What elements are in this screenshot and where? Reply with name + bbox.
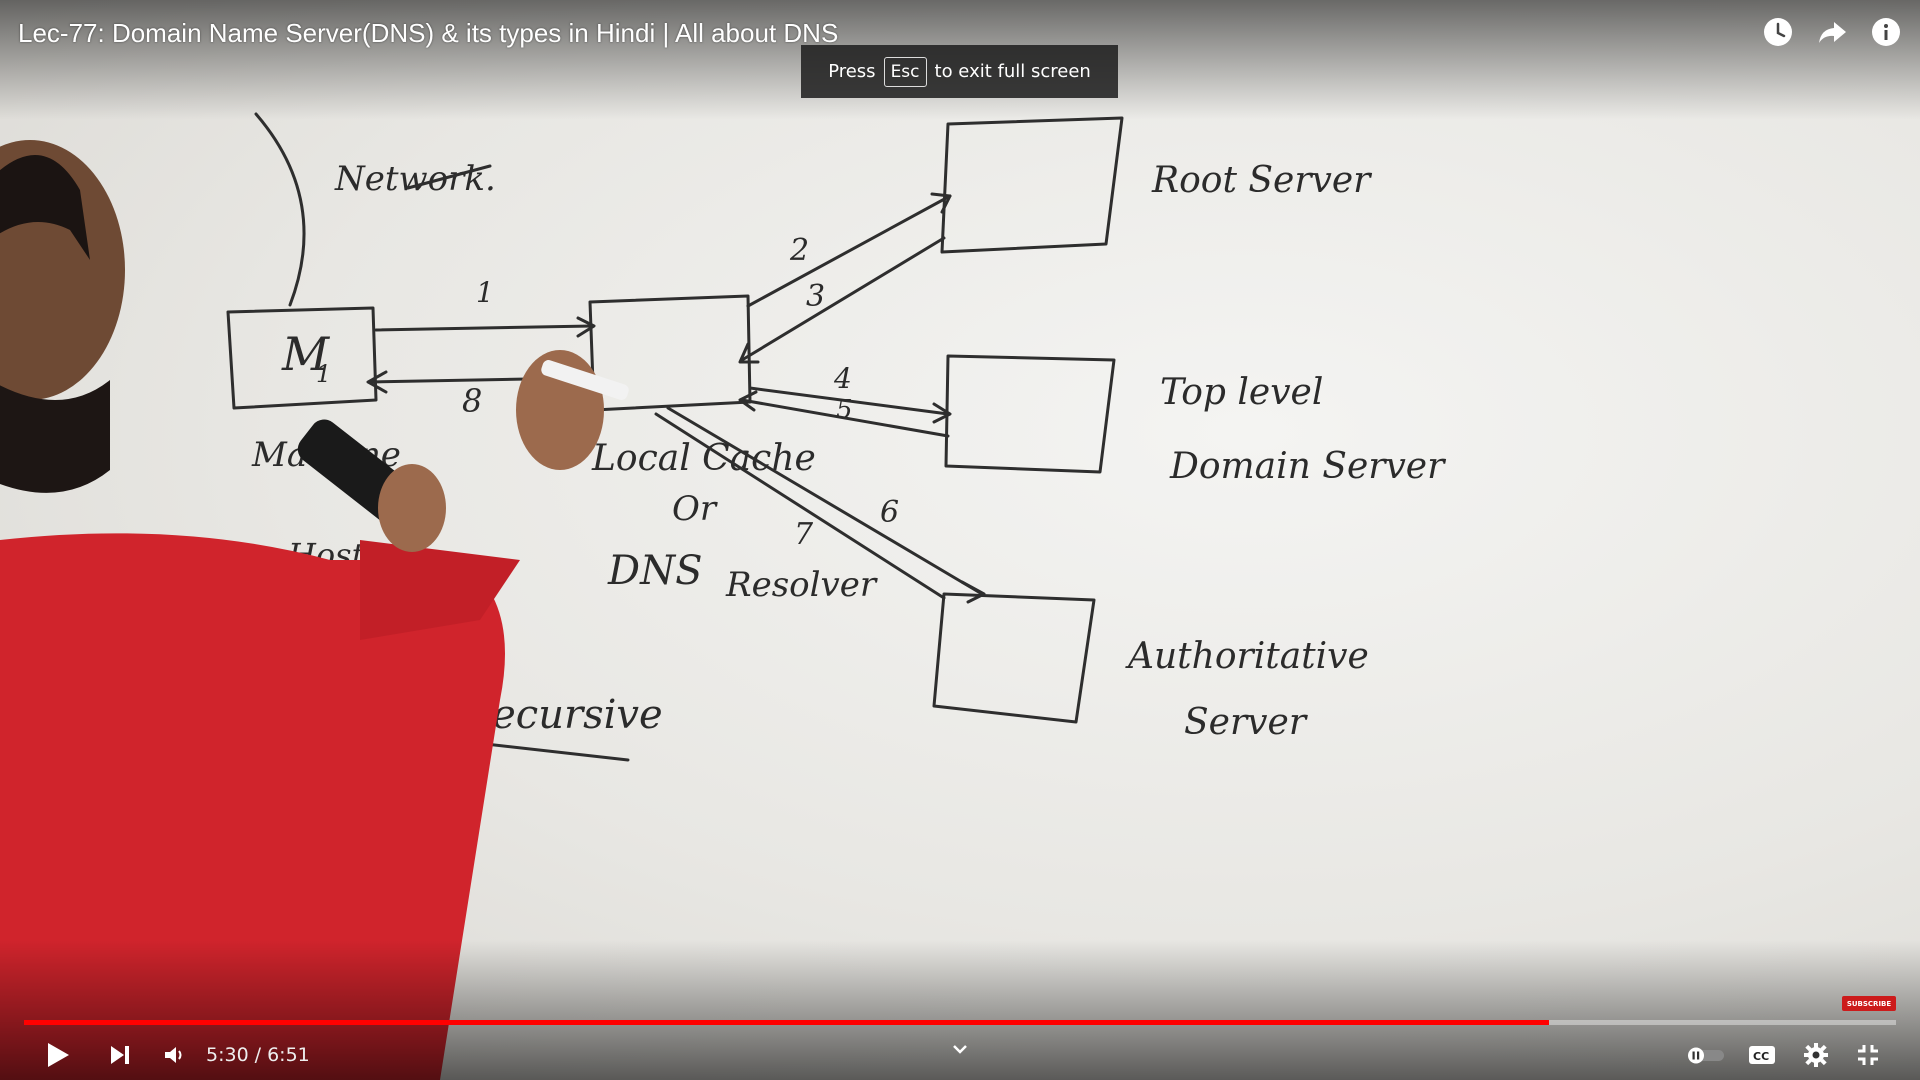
presenter bbox=[0, 140, 629, 1080]
machine-box-sub: 1 bbox=[316, 360, 331, 388]
captions-button[interactable]: CC bbox=[1744, 1030, 1780, 1080]
arrow-2-head bbox=[930, 192, 952, 214]
duration: 6:51 bbox=[267, 1044, 310, 1066]
dns-label: DNS bbox=[607, 548, 702, 594]
step-7-label: 7 bbox=[794, 517, 814, 552]
arrow-5-head bbox=[738, 390, 758, 412]
arrow-3 bbox=[740, 236, 946, 362]
domain-server-label: Domain Server bbox=[1169, 446, 1446, 487]
arrow-3-head bbox=[738, 342, 760, 364]
step-3-label: 3 bbox=[806, 279, 825, 314]
arrow-8-head bbox=[366, 370, 388, 394]
play-button[interactable] bbox=[40, 1030, 76, 1080]
recursive-underline bbox=[466, 740, 630, 762]
exit-fullscreen-icon bbox=[1858, 1045, 1878, 1065]
resolver-label: Resolver bbox=[725, 565, 878, 605]
svg-text:CC: CC bbox=[1753, 1050, 1769, 1063]
toast-esc-key: Esc bbox=[883, 56, 927, 87]
mute-button[interactable] bbox=[156, 1030, 192, 1080]
arrow-2 bbox=[746, 194, 952, 308]
authoritative-label: Authoritative bbox=[1125, 636, 1369, 677]
step-2-label: 2 bbox=[789, 233, 809, 268]
volume-icon bbox=[165, 1047, 182, 1063]
video-title[interactable]: Lec-77: Domain Name Server(DNS) & its ty… bbox=[18, 18, 839, 48]
autoplay-toggle[interactable] bbox=[1684, 1030, 1728, 1080]
exit-fullscreen-button[interactable] bbox=[1850, 1030, 1886, 1080]
arrow-7 bbox=[654, 412, 946, 600]
network-underline bbox=[406, 164, 492, 190]
tld-server-box bbox=[944, 354, 1116, 474]
auth-server-label: Server bbox=[1184, 702, 1308, 743]
arrow-4-head bbox=[932, 402, 952, 424]
time-display: 5:30 / 6:51 bbox=[206, 1030, 310, 1080]
root-server-label: Root Server bbox=[1151, 160, 1372, 201]
authoritative-server-box bbox=[932, 592, 1096, 724]
arrow-4 bbox=[748, 386, 950, 416]
progress-bar[interactable] bbox=[24, 1020, 1896, 1025]
arrow-6 bbox=[666, 406, 984, 596]
subscribe-badge[interactable]: SUBSCRIBE bbox=[1842, 996, 1896, 1011]
network-arc bbox=[254, 112, 306, 307]
top-actions bbox=[1762, 16, 1902, 48]
next-icon bbox=[111, 1046, 129, 1064]
exit-fullscreen-toast: Press Esc to exit full screen bbox=[801, 45, 1118, 98]
player-controls: 5:30 / 6:51 CC bbox=[0, 1030, 1920, 1080]
autoplay-toggle-icon bbox=[1688, 1047, 1724, 1064]
step-8-label: 8 bbox=[462, 382, 482, 420]
cc-icon: CC bbox=[1749, 1046, 1775, 1064]
gear-icon bbox=[1804, 1043, 1828, 1067]
step-5-label: 5 bbox=[836, 395, 853, 425]
machine-box-label: M bbox=[281, 327, 331, 381]
root-server-box bbox=[940, 116, 1124, 254]
network-label: Network. bbox=[334, 159, 496, 199]
play-icon bbox=[48, 1043, 69, 1067]
top-level-label: Top level bbox=[1160, 372, 1323, 413]
time-separator: / bbox=[254, 1044, 262, 1066]
settings-button[interactable] bbox=[1798, 1030, 1834, 1080]
info-icon[interactable] bbox=[1870, 16, 1902, 48]
or-label: Or bbox=[672, 489, 718, 529]
current-time: 5:30 bbox=[206, 1044, 249, 1066]
step-1-label: 1 bbox=[476, 276, 494, 309]
step-6-label: 6 bbox=[880, 495, 899, 530]
share-icon[interactable] bbox=[1816, 16, 1848, 48]
next-button[interactable] bbox=[102, 1030, 138, 1080]
arrow-1-head bbox=[576, 316, 596, 338]
arrow-1 bbox=[374, 324, 594, 332]
clock-icon[interactable] bbox=[1762, 16, 1794, 48]
toast-rest: to exit full screen bbox=[934, 61, 1091, 82]
chevron-down-icon[interactable] bbox=[950, 1040, 970, 1060]
arrow-5 bbox=[740, 398, 950, 438]
toast-press: Press bbox=[828, 61, 876, 82]
progress-played bbox=[24, 1020, 1549, 1025]
arrow-6-head bbox=[960, 580, 986, 604]
machine-box bbox=[226, 306, 378, 410]
step-4-label: 4 bbox=[833, 362, 852, 395]
